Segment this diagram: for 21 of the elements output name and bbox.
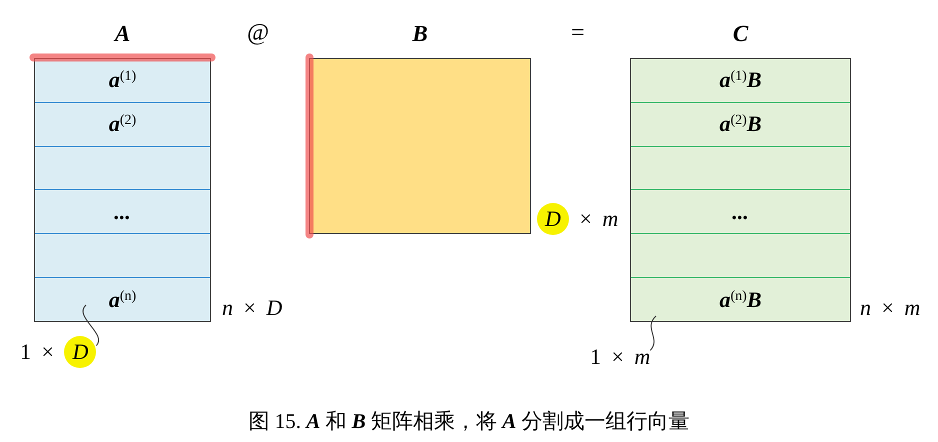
dimension-label: 1 × D (20, 336, 96, 368)
vector-label: a$^{(2)}$B (719, 113, 762, 136)
dimension-label: n × m (860, 297, 920, 319)
vector-label: ... (114, 200, 131, 223)
operator-symbol: @ (247, 21, 270, 45)
vector-label: a$^{(1)}$ (108, 69, 136, 92)
matrix-heading: C (732, 22, 750, 45)
matrix-heading: A (112, 22, 132, 45)
dimension-label: 1 × m (590, 346, 650, 368)
vector-label: a$^{(1)}$B (719, 69, 762, 92)
vector-label: a$^{(2)}$ (108, 113, 136, 136)
leader-line (650, 315, 656, 351)
matrix-heading: B (411, 22, 429, 45)
vector-label: a$^{(n)}$ (108, 288, 136, 311)
dimension-label: D × m (537, 203, 618, 235)
vector-label: a$^{(n)}$B (719, 288, 762, 311)
leader-line (82, 304, 100, 346)
dimension-label: n × D (222, 297, 282, 319)
operator-symbol: = (571, 21, 585, 45)
vector-label: ... (732, 200, 749, 223)
figure-caption: 图 15. A 和 B 矩阵相乘，将 A 分割成一组行向量 (247, 411, 691, 432)
